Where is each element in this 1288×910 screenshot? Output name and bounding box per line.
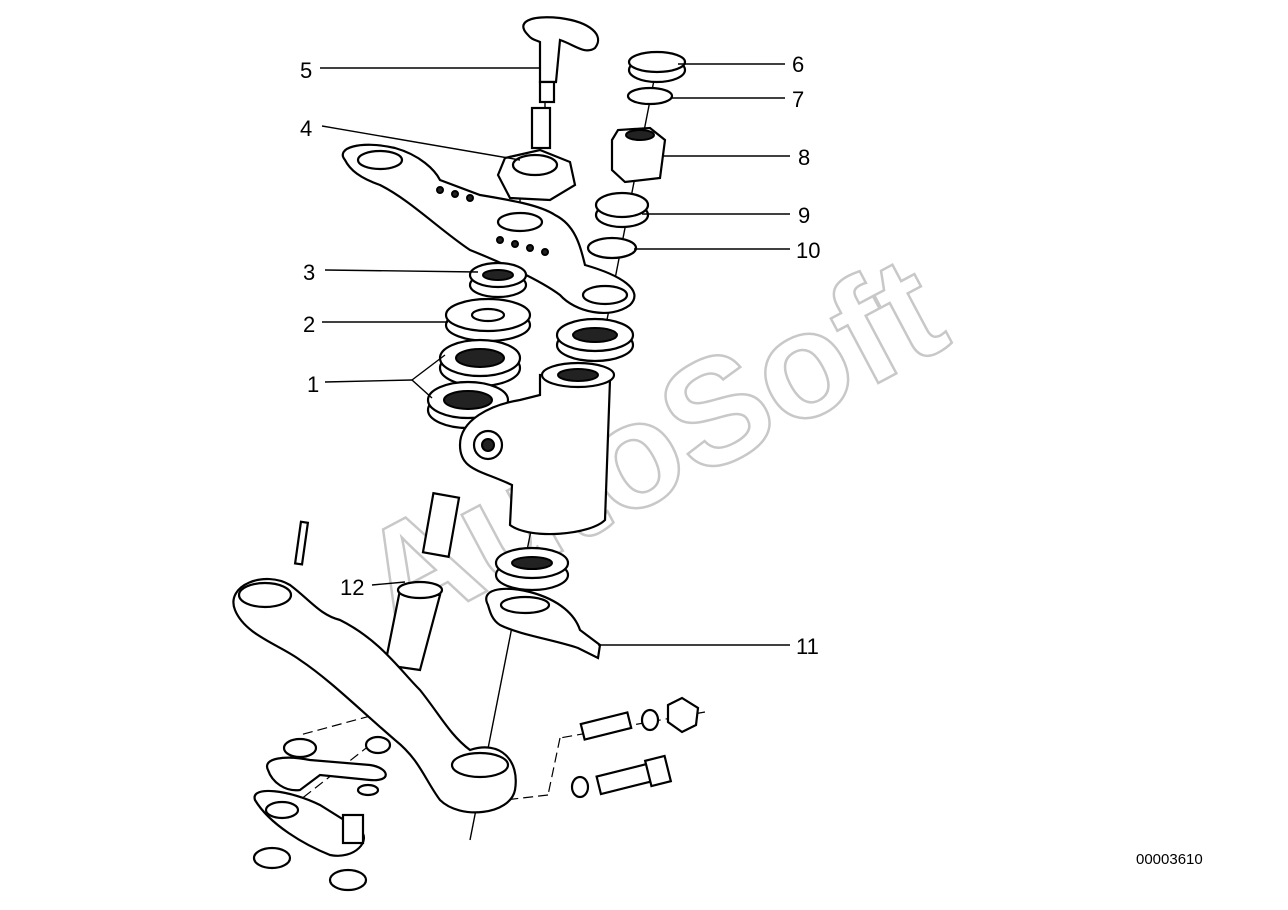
steering-stem bbox=[383, 491, 461, 672]
part-labels: 5 4 3 2 1 12 6 7 8 9 10 11 bbox=[300, 52, 820, 659]
diagram-code: 00003610 bbox=[1136, 851, 1203, 868]
ring-nut bbox=[468, 261, 528, 299]
label-8: 8 bbox=[798, 145, 810, 170]
label-2: 2 bbox=[303, 312, 315, 337]
label-4: 4 bbox=[300, 116, 312, 141]
pin bbox=[293, 520, 310, 566]
lower-fork-bridge bbox=[232, 577, 517, 814]
label-6: 6 bbox=[792, 52, 804, 77]
label-11: 11 bbox=[796, 634, 819, 659]
label-5: 5 bbox=[300, 58, 312, 83]
lower-hardware bbox=[252, 735, 392, 892]
right-stack bbox=[555, 50, 687, 363]
label-1: 1 bbox=[307, 372, 319, 397]
clamp-bolts bbox=[570, 696, 700, 799]
cap-nut bbox=[496, 148, 577, 202]
lower-bearing bbox=[494, 546, 570, 592]
thrust-washer bbox=[444, 297, 532, 343]
t-handle-screw bbox=[522, 16, 600, 150]
label-10: 10 bbox=[796, 238, 820, 263]
label-12: 12 bbox=[340, 575, 364, 600]
steering-head-tube bbox=[458, 361, 616, 536]
leader-lines bbox=[320, 63, 790, 646]
upper-fork-bridge bbox=[341, 143, 636, 314]
label-9: 9 bbox=[798, 203, 810, 228]
label-3: 3 bbox=[303, 260, 315, 285]
label-7: 7 bbox=[792, 87, 804, 112]
steering-lock-lever bbox=[485, 587, 602, 660]
